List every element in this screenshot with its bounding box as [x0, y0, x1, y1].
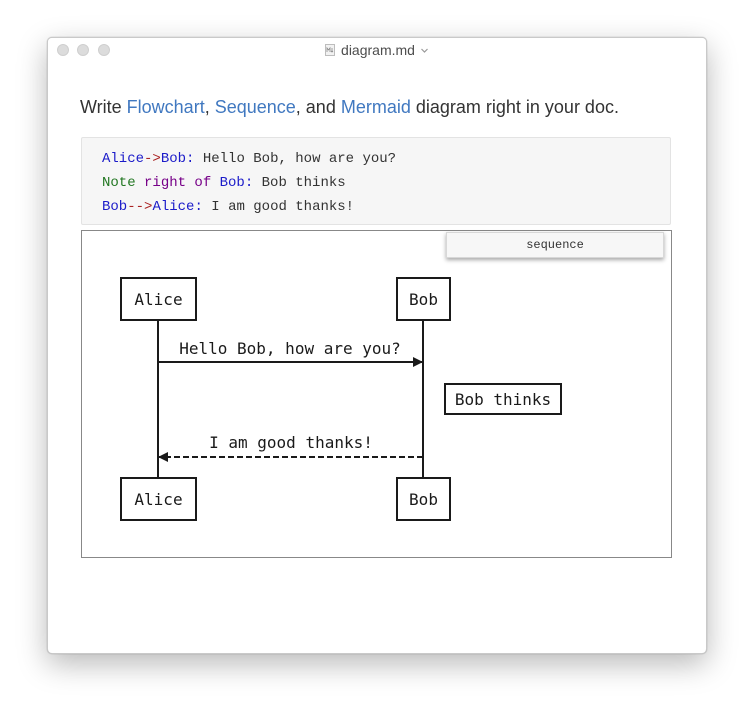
mermaid-link[interactable]: Mermaid [340, 97, 411, 117]
sequence-diagram-canvas: Alice Bob Hello Bob, how are you? Bob th… [120, 277, 562, 521]
intro-paragraph: Write Flowchart, Sequence, and Mermaid d… [80, 95, 619, 119]
code-token-actor: Alice [152, 199, 195, 215]
note-box [444, 383, 562, 415]
message-label-1: Hello Bob, how are you? [179, 339, 401, 358]
actor-label-bob-top: Bob [409, 290, 438, 309]
code-token-colon: : [244, 175, 254, 191]
close-window-button[interactable] [57, 44, 69, 56]
intro-text-prefix: Write [80, 97, 127, 117]
message-label-2: I am good thanks! [209, 433, 373, 452]
editor-window: diagram.md Write Flowchart, Sequence, an… [47, 37, 707, 654]
markdown-file-icon [325, 44, 336, 56]
actor-label-alice-bottom: Alice [134, 490, 182, 509]
code-token-arrow: --> [127, 199, 153, 215]
window-title: diagram.md [341, 42, 415, 58]
window-title-area[interactable]: diagram.md [48, 41, 706, 59]
code-token-actor: Bob [102, 199, 128, 215]
intro-text-separator: , [204, 97, 215, 117]
intro-text-suffix: diagram right in your doc. [410, 97, 619, 117]
actor-label-alice-top: Alice [134, 290, 182, 309]
actor-label-bob-bottom: Bob [409, 490, 438, 509]
code-block[interactable]: Alice->Bob: Hello Bob, how are you? Note… [81, 137, 671, 225]
sequence-diagram-preview[interactable]: Alice Bob Hello Bob, how are you? Bob th… [81, 230, 672, 558]
code-token-colon: : [186, 151, 195, 167]
actor-box-bob-top [396, 277, 451, 321]
actor-box-alice-top [120, 277, 197, 321]
minimize-window-button[interactable] [77, 44, 89, 56]
actor-box-alice-bottom [120, 477, 197, 521]
code-line: Bob-->Alice: I am good thanks! [102, 197, 670, 221]
flowchart-link[interactable]: Flowchart [126, 97, 205, 117]
code-token-note: Note [102, 175, 136, 191]
intro-text-separator: , and [295, 97, 341, 117]
code-token-message: I am good thanks! [202, 199, 355, 215]
code-token-keyword: right of [135, 175, 220, 191]
actor-box-bob-bottom [396, 477, 451, 521]
title-bar: diagram.md [48, 38, 706, 62]
code-token-actor: Alice [102, 151, 145, 167]
chevron-down-icon[interactable] [420, 46, 429, 55]
code-token-message: Bob thinks [253, 175, 346, 191]
code-token-actor: Bob [160, 151, 187, 167]
sequence-link[interactable]: Sequence [214, 97, 296, 117]
note-label: Bob thinks [455, 390, 551, 409]
diagram-language-field[interactable]: sequence [446, 232, 664, 258]
code-token-actor: Bob [219, 175, 245, 191]
code-token-colon: : [194, 199, 203, 215]
code-line: Alice->Bob: Hello Bob, how are you? [102, 149, 670, 173]
zoom-window-button[interactable] [98, 44, 110, 56]
code-line: Note right of Bob: Bob thinks [102, 173, 670, 197]
code-token-message: Hello Bob, how are you? [194, 151, 397, 167]
code-token-arrow: -> [144, 151, 161, 167]
